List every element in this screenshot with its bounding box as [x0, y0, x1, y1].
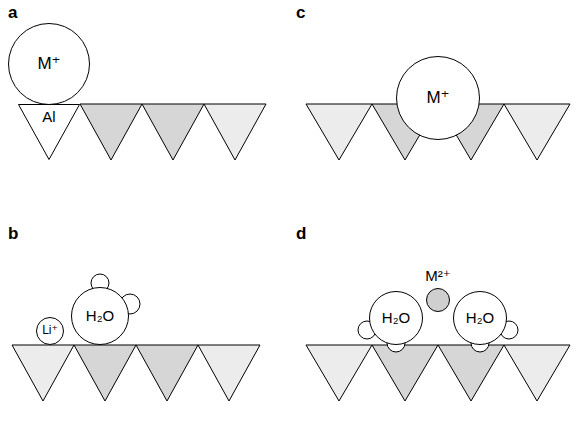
aluminium-tetrahedron: Al	[18, 104, 80, 160]
circle-outline	[72, 288, 129, 345]
water-oxygen: H₂O	[71, 287, 129, 345]
cation-circle: M⁺	[8, 23, 90, 105]
water-oxygen: H₂O	[369, 291, 423, 345]
circle-outline	[427, 289, 450, 312]
tetrahedron	[12, 345, 74, 401]
species-label: Li⁺	[42, 324, 58, 337]
species-label: Al	[42, 109, 55, 126]
tetrahedron	[136, 345, 198, 401]
panel-letter: c	[296, 3, 305, 23]
panel-letter: b	[8, 224, 18, 244]
circle-outline	[397, 57, 480, 140]
tetrahedron	[504, 345, 570, 401]
species-label: M⁺	[426, 89, 449, 108]
panel-letter: d	[296, 224, 306, 244]
circle-outline	[454, 292, 507, 345]
species-label: H₂O	[466, 310, 494, 327]
tetrahedron	[80, 104, 142, 160]
water-oxygen: H₂O	[453, 291, 507, 345]
tetrahedron	[204, 104, 266, 160]
tetrahedron-outline	[19, 105, 80, 160]
tetrahedron	[306, 104, 372, 160]
species-label: H₂O	[382, 310, 410, 327]
node-outline	[426, 288, 450, 312]
panel-letter: a	[8, 3, 17, 23]
tetrahedron	[306, 345, 372, 401]
species-label: H₂O	[86, 308, 114, 325]
divalent-cation: M²⁺	[426, 288, 450, 312]
tetrahedron	[142, 104, 204, 160]
tetrahedron	[372, 345, 438, 401]
tetrahedron	[74, 345, 136, 401]
circle-outline	[9, 24, 90, 105]
cation-circle: M⁺	[396, 56, 480, 140]
circle-outline	[37, 318, 64, 345]
species-label: M²⁺	[425, 268, 450, 285]
lithium-circle: Li⁺	[36, 317, 64, 345]
tetrahedron	[438, 345, 504, 401]
tetrahedron	[198, 345, 260, 401]
species-label: M⁺	[37, 55, 60, 74]
circle-outline	[370, 292, 423, 345]
tetrahedron	[504, 104, 570, 160]
